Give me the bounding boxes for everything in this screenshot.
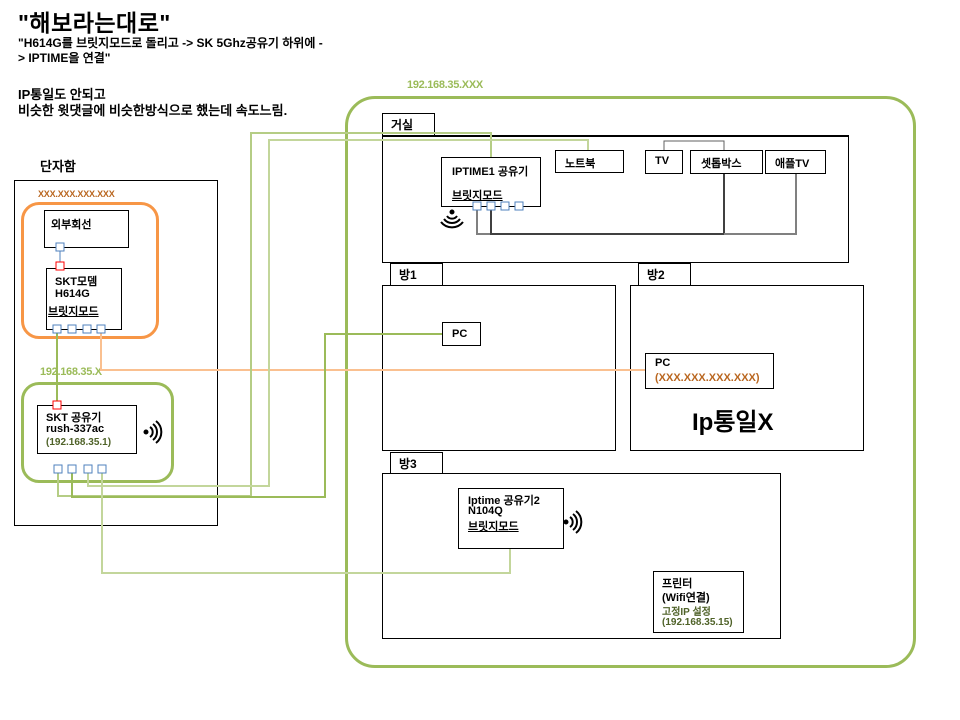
modem-lan-port-4 [96, 324, 106, 334]
iptime2-model: N104Q [468, 505, 503, 517]
line-tv-to-settop [663, 140, 725, 150]
external-line-box[interactable]: 외부회선 [44, 210, 129, 248]
tab-room1: 방1 [390, 263, 443, 286]
line-router-to-room1-pc [71, 333, 442, 498]
room3-label: 방3 [399, 457, 417, 471]
router-ip: (192.168.35.1) [46, 437, 112, 448]
room3 [382, 473, 781, 639]
iptime1-lan-port-3 [500, 201, 510, 211]
iptime2-mode: 브릿지모드 [468, 521, 519, 533]
line-iptime1-port1 [476, 210, 491, 235]
subtitle-line-1: "H614G를 브릿지모드로 돌리고 -> SK 5Ghz공유기 하위에 - [18, 36, 323, 50]
tab-room2: 방2 [638, 263, 691, 286]
router-name: SKT 공유기 [46, 412, 102, 424]
room1-pc-box[interactable]: PC [442, 322, 481, 346]
iptime1-mode: 브릿지모드 [452, 190, 503, 202]
printer-connection: (Wifi연결) [662, 592, 710, 604]
line-settop-to-appletv [724, 173, 797, 235]
modem-lan-port-1 [52, 324, 62, 334]
skt-router-box[interactable]: SKT 공유기 rush-337ac (192.168.35.1) [37, 405, 137, 454]
subtitle-line-2: > IPTIME을 연결" [18, 51, 111, 65]
house-network-zone [345, 96, 916, 668]
wifi-icon [143, 420, 163, 444]
room2-pc-label: PC [655, 357, 671, 369]
router-lan-port-1 [53, 464, 63, 474]
line-router-to-laptop [87, 139, 589, 487]
line-router-to-iptime2 [101, 473, 511, 574]
modem-model: H614G [55, 288, 90, 300]
router-model: rush-337ac [46, 423, 105, 435]
iptime1-router-box[interactable]: IPTIME1 공유기 브릿지모드 [441, 157, 541, 207]
room1 [382, 285, 616, 451]
iptime1-lan-port-1 [472, 201, 482, 211]
line-iptime1-to-settop [490, 173, 725, 235]
room2-label: 방2 [647, 268, 665, 282]
skt-modem-box[interactable]: SKT모뎀 H614G 브릿지모드 [46, 268, 122, 330]
tv-box[interactable]: TV [645, 150, 683, 174]
line-router-to-iptime1 [57, 132, 492, 497]
iptime2-name: Iptime 공유기2 [468, 495, 540, 507]
router-lan-port-4 [97, 464, 107, 474]
modem-name: SKT모뎀 [55, 276, 98, 288]
public-ip-label: XXX.XXX.XXX.XXX [38, 189, 115, 199]
wifi-icon [440, 209, 464, 229]
room2 [630, 285, 864, 451]
settop-label: 셋톱박스 [701, 158, 742, 170]
iptime1-lan-port-2 [486, 201, 496, 211]
note-line-2: 비슷한 윗댓글에 비슷한방식으로 했는데 속도느림. [18, 103, 288, 118]
house-subnet-label: 192.168.35.XXX [407, 79, 483, 91]
router-wan-port [52, 400, 62, 410]
modem-wan-port [55, 261, 65, 271]
external-line-port [55, 242, 65, 252]
room1-label: 방1 [399, 268, 417, 282]
room2-pc-box[interactable]: PC (XXX.XXX.XXX.XXX) [645, 353, 774, 389]
laptop-label: 노트북 [565, 158, 596, 170]
modem-mode: 브릿지모드 [48, 306, 99, 318]
modem-lan-port-3 [82, 324, 92, 334]
room1-pc-label: PC [452, 328, 468, 340]
iptime2-router-box[interactable]: Iptime 공유기2 N104Q 브릿지모드 [458, 488, 564, 549]
modem-zone [21, 202, 159, 339]
cabinet-box [14, 180, 218, 526]
tab-room3: 방3 [390, 452, 443, 474]
room2-pc-ip: (XXX.XXX.XXX.XXX) [655, 372, 760, 384]
living-room [382, 135, 849, 263]
tv-label: TV [655, 155, 670, 167]
router-lan-port-3 [83, 464, 93, 474]
iptime1-name: IPTIME1 공유기 [452, 166, 529, 178]
printer-static-ip-label: 고정IP 설정 [662, 607, 711, 618]
appletv-box[interactable]: 애플TV [765, 150, 826, 174]
settop-box[interactable]: 셋톱박스 [690, 150, 763, 174]
appletv-label: 애플TV [775, 158, 810, 170]
ip-unified-note: Ip통일X [692, 409, 774, 436]
modem-lan-port-2 [67, 324, 77, 334]
living-room-label: 거실 [391, 118, 414, 132]
printer-box[interactable]: 프린터 (Wifi연결) 고정IP 설정 (192.168.35.15) [653, 571, 744, 633]
line-modem-to-room2-pc [100, 333, 645, 371]
printer-ip: (192.168.35.15) [662, 617, 733, 628]
printer-label: 프린터 [662, 578, 693, 590]
laptop-box[interactable]: 노트북 [555, 150, 624, 173]
page-title: "해보라는대로" [18, 10, 171, 36]
tab-living-room: 거실 [382, 113, 435, 136]
cabinet-label: 단자함 [40, 159, 76, 174]
router-zone [21, 382, 174, 483]
external-line-label: 외부회선 [51, 219, 92, 231]
router-subnet-label: 192.168.35.X [40, 366, 102, 378]
iptime1-lan-port-4 [514, 201, 524, 211]
note-line-1: IP통일도 안되고 [18, 87, 106, 102]
wifi-icon [563, 510, 583, 534]
router-lan-port-2 [67, 464, 77, 474]
